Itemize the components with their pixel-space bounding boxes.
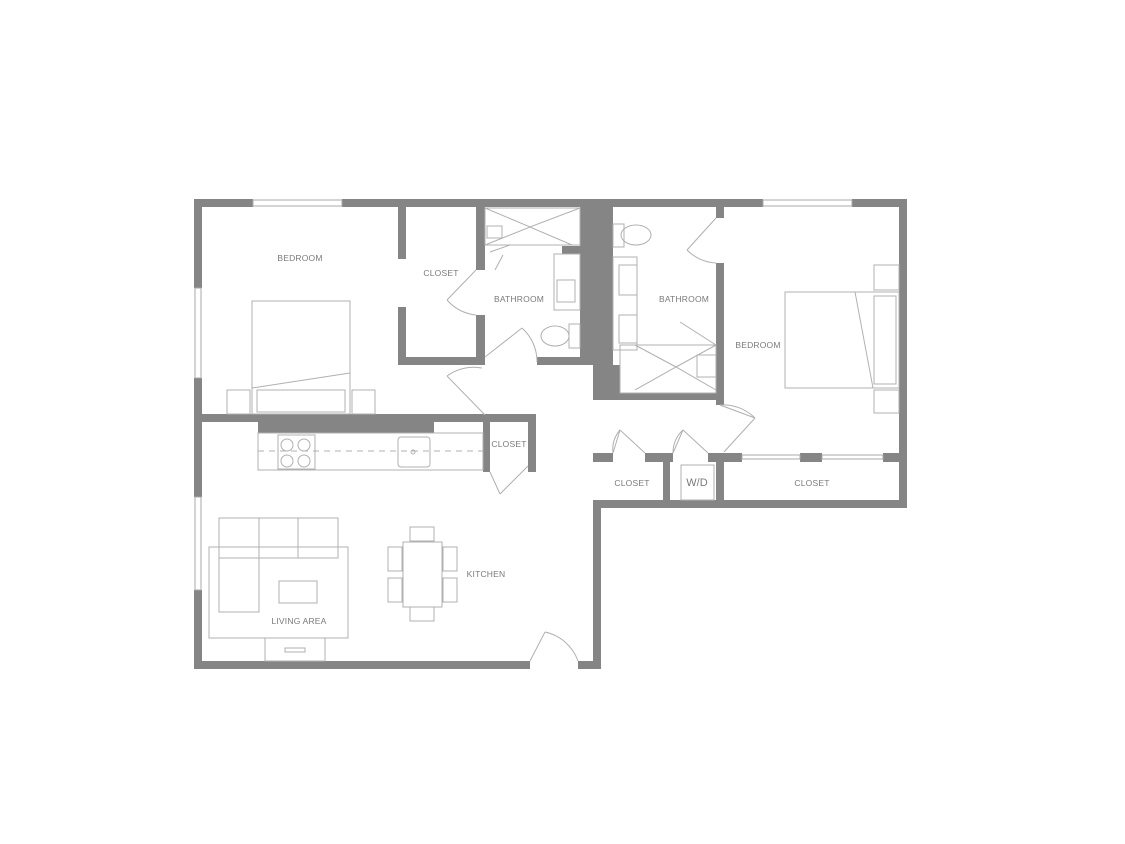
vanity <box>612 256 638 351</box>
sink <box>618 314 638 344</box>
window <box>194 287 202 379</box>
shower <box>619 344 717 394</box>
window <box>762 199 853 207</box>
sink <box>618 264 638 296</box>
label-bathroom-right: BATHROOM <box>659 294 709 304</box>
label-closet-kitchen: CLOSET <box>491 439 526 449</box>
label-living-area: LIVING AREA <box>271 616 326 626</box>
toilet <box>620 224 652 246</box>
kitchen-sink <box>397 436 431 468</box>
label-bedroom-left: BEDROOM <box>277 253 322 263</box>
label-closet-hall: CLOSET <box>614 478 649 488</box>
coffee-table <box>278 580 318 604</box>
label-bathroom-left: BATHROOM <box>494 294 544 304</box>
dining-table <box>402 541 443 608</box>
label-bedroom-right: BEDROOM <box>735 340 780 350</box>
bed <box>784 291 900 389</box>
doors <box>446 217 756 662</box>
bed-pillow <box>873 295 897 385</box>
sliding-door <box>821 454 884 460</box>
nightstand <box>873 389 900 414</box>
vanity <box>553 253 581 311</box>
sliding-door <box>741 454 801 460</box>
sofa <box>218 517 339 559</box>
label-closet-right: CLOSET <box>794 478 829 488</box>
window <box>194 496 202 591</box>
label-kitchen: KITCHEN <box>467 569 506 579</box>
stove <box>277 434 316 470</box>
label-washer-dryer: W/D <box>686 477 707 489</box>
shower <box>484 207 581 246</box>
fixtures <box>208 207 900 662</box>
bed <box>251 300 351 415</box>
window <box>252 199 343 207</box>
label-closet-left: CLOSET <box>423 268 458 278</box>
nightstand <box>351 389 376 415</box>
walls <box>194 199 907 669</box>
toilet <box>540 325 570 347</box>
nightstand <box>873 264 900 291</box>
nightstand <box>226 389 251 415</box>
sink <box>556 279 576 303</box>
tv-console <box>264 637 326 662</box>
windows <box>194 199 884 591</box>
bed-pillow <box>256 389 346 413</box>
washer-dryer <box>680 464 715 501</box>
